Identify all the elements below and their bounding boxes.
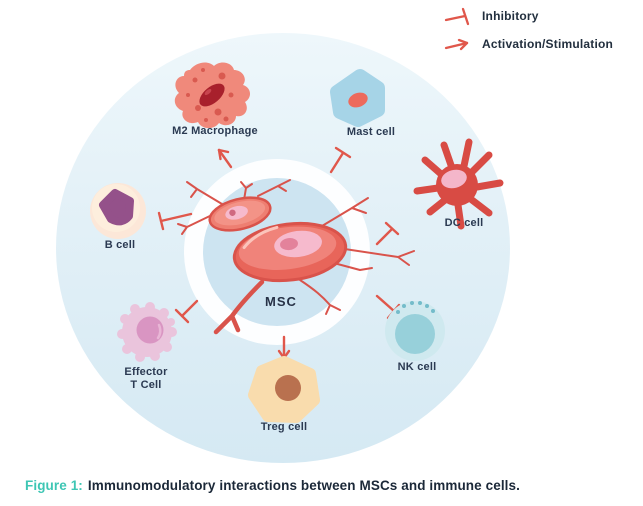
b-cell-graphic <box>90 183 146 239</box>
arrow-activation-icon <box>444 38 469 51</box>
legend-inhibitory-label: Inhibitory <box>482 9 539 23</box>
label-mast-cell: Mast cell <box>346 126 396 138</box>
label-effector-t-cell: Effector T Cell <box>124 366 168 391</box>
label-treg-cell: Treg cell <box>260 421 308 433</box>
label-m2-macrophage: M2 Macrophage <box>172 125 258 137</box>
m2-macrophage-graphic <box>174 62 251 129</box>
effector-t-cell-graphic <box>117 302 177 362</box>
figure-caption-text: Immunomodulatory interactions between MS… <box>87 478 520 493</box>
label-dc-cell: DC cell <box>444 217 484 229</box>
t-bar-inhibitory-icon <box>444 7 470 26</box>
inhibitory-arrow-msc-to-mast <box>329 146 352 174</box>
legend-activation-label: Activation/Stimulation <box>482 37 614 51</box>
inhibitory-arrow-msc-to-effector-t <box>174 299 199 324</box>
figure-caption: Figure 1: Immunomodulatory interactions b… <box>25 478 625 493</box>
msc-dendrites <box>177 179 415 335</box>
nk-cell-graphic <box>385 301 445 361</box>
mast-cell-graphic <box>330 69 385 127</box>
msc-cell-graphic <box>208 196 348 283</box>
label-b-cell: B cell <box>104 239 136 251</box>
label-nk-cell: NK cell <box>397 361 437 373</box>
inhibitory-arrow-msc-to-b <box>157 211 193 231</box>
label-msc: MSC <box>265 294 297 309</box>
treg-cell-graphic <box>248 356 320 423</box>
inhibitory-arrow-msc-to-dc <box>375 221 400 246</box>
activation-arrow-msc-to-m2 <box>217 148 233 169</box>
dc-cell-graphic <box>413 138 504 230</box>
figure-caption-prefix: Figure 1: <box>25 478 83 493</box>
